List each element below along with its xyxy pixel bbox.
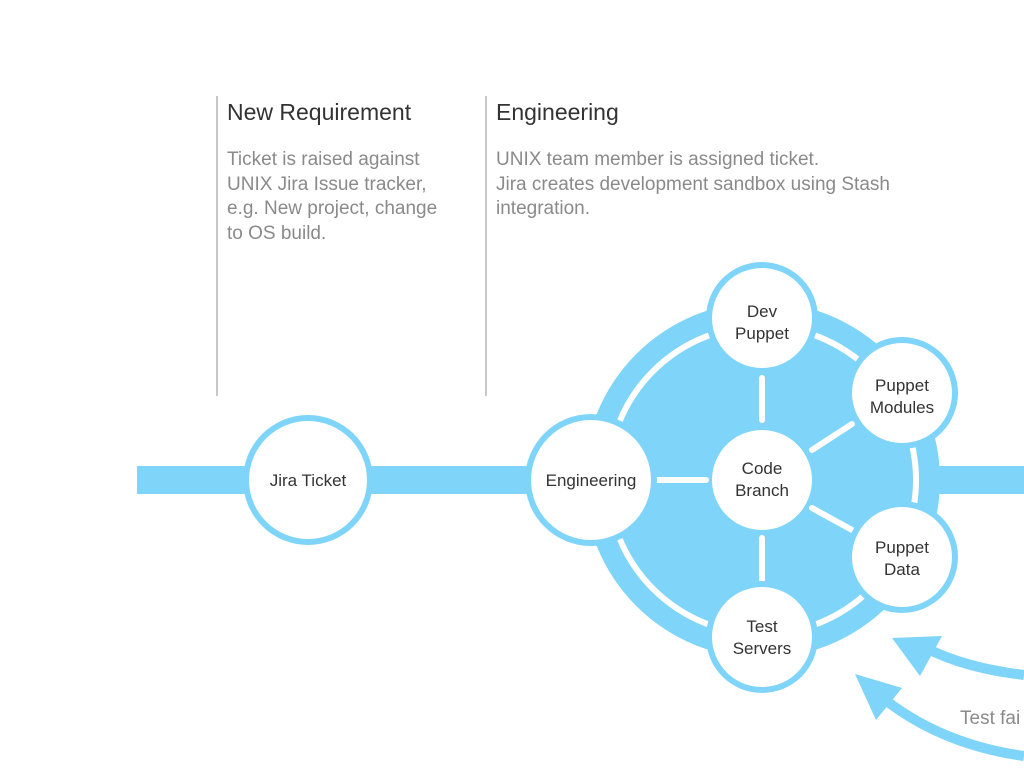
node-label: Branch xyxy=(735,481,789,500)
section-description: UNIX team member is assigned ticket. Jir… xyxy=(496,148,945,222)
node-fill xyxy=(531,420,651,540)
spoke-puppet-modules xyxy=(809,421,855,453)
node-fill xyxy=(712,268,812,368)
node-engineering: Engineering xyxy=(525,414,657,546)
arrow-head-icon xyxy=(892,636,942,676)
node-test-servers: Test Servers xyxy=(706,581,818,693)
section-new-requirement: New Requirement Ticket is raised against… xyxy=(216,96,476,396)
section-title: New Requirement xyxy=(227,99,412,125)
node-fill xyxy=(712,430,812,530)
description-line: to OS build. xyxy=(227,222,327,244)
section-title: Engineering xyxy=(496,99,619,125)
node-label: Code xyxy=(742,459,783,478)
node-fill xyxy=(249,421,367,539)
arrow-head-icon xyxy=(855,674,902,720)
test-failure-annotation: Test fai xyxy=(960,708,1020,729)
spoke-puppet-data xyxy=(809,505,855,533)
description-line: integration. xyxy=(496,198,591,219)
node-label: Jira Ticket xyxy=(270,471,347,490)
node-label: Servers xyxy=(733,639,792,658)
node-code-branch: Code Branch xyxy=(712,430,812,530)
description-line: e.g. New project, change xyxy=(227,198,438,219)
node-label: Puppet xyxy=(875,376,929,395)
description-line: Jira creates development sandbox using S… xyxy=(496,173,890,195)
node-label: Engineering xyxy=(546,471,637,490)
section-engineering: Engineering UNIX team member is assigned… xyxy=(485,96,945,396)
node-fill xyxy=(852,507,952,607)
node-label: Test xyxy=(746,617,777,636)
node-label: Puppet xyxy=(735,324,789,343)
node-label: Dev xyxy=(747,302,778,321)
section-description: Ticket is raised against UNIX Jira Issue… xyxy=(227,148,476,246)
description-line: UNIX Jira Issue tracker, xyxy=(227,173,427,195)
node-dev-puppet: Dev Puppet xyxy=(706,262,818,374)
node-puppet-data: Puppet Data xyxy=(846,501,958,613)
feedback-arrow-lower xyxy=(884,698,1024,761)
description-line: UNIX team member is assigned ticket. xyxy=(496,149,820,170)
feedback-arrow-upper xyxy=(923,643,1024,680)
node-jira-ticket: Jira Ticket xyxy=(243,415,373,545)
description-line: Ticket is raised against xyxy=(227,149,420,170)
node-puppet-modules: Puppet Modules xyxy=(846,337,958,449)
node-label: Puppet xyxy=(875,538,929,557)
cluster-spokes xyxy=(655,375,855,583)
node-fill xyxy=(852,343,952,443)
node-fill xyxy=(712,587,812,687)
node-label: Data xyxy=(884,560,920,579)
node-label: Modules xyxy=(870,398,934,417)
